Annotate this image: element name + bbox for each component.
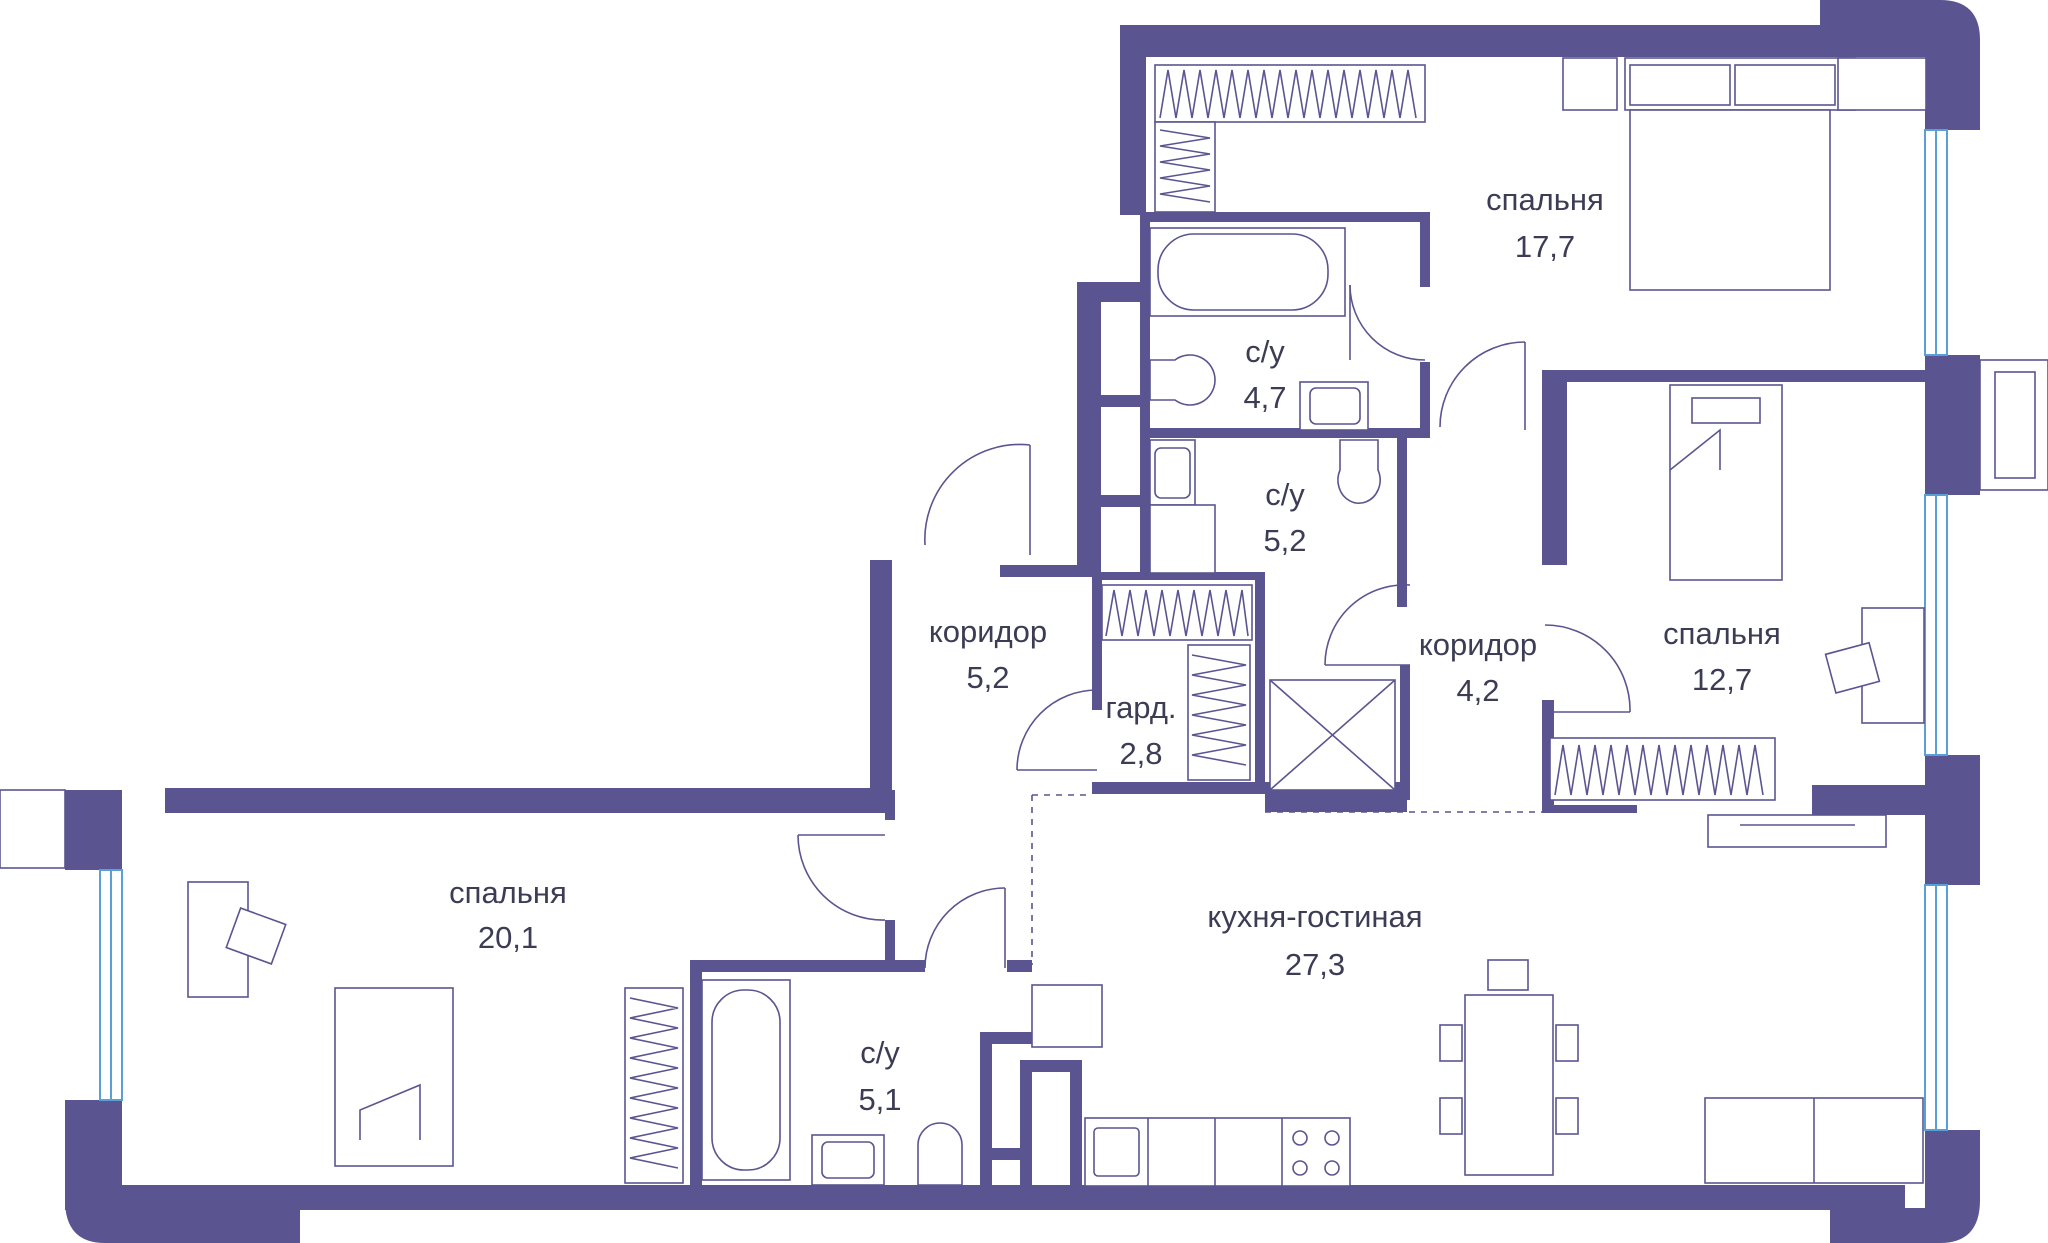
room-name-bedroom-right: спальня: [1663, 616, 1781, 651]
doors: [797, 284, 1631, 969]
room-labels: спальня 17,7 с/у 4,7 с/у 5,2 коридор 5,2…: [449, 182, 1781, 1117]
room-area-bath-bottom: 5,1: [858, 1082, 901, 1117]
room-area-bath-top: 4,7: [1243, 380, 1286, 415]
room-area-bath-mid: 5,2: [1263, 523, 1306, 558]
room-name-wardrobe: гард.: [1105, 690, 1176, 725]
room-area-corridor-right: 4,2: [1456, 673, 1499, 708]
room-area-kitchen-living: 27,3: [1285, 947, 1345, 982]
room-name-bath-mid: с/у: [1265, 477, 1305, 512]
room-name-bedroom-top: спальня: [1486, 182, 1604, 217]
room-name-bath-top: с/у: [1245, 334, 1285, 369]
room-name-corridor-right: коридор: [1419, 627, 1537, 662]
room-name-bath-bottom: с/у: [860, 1035, 900, 1070]
room-area-bedroom-left: 20,1: [478, 920, 538, 955]
exterior-walls: [65, 0, 1980, 1243]
room-name-kitchen-living: кухня-гостиная: [1207, 899, 1422, 934]
room-area-wardrobe: 2,8: [1119, 736, 1162, 771]
room-name-corridor-left: коридор: [929, 614, 1047, 649]
room-area-bedroom-top: 17,7: [1515, 229, 1575, 264]
room-area-bedroom-right: 12,7: [1692, 662, 1752, 697]
windows: [0, 129, 2048, 1131]
room-name-bedroom-left: спальня: [449, 875, 567, 910]
room-area-corridor-left: 5,2: [966, 660, 1009, 695]
furniture: [187, 57, 1927, 1187]
